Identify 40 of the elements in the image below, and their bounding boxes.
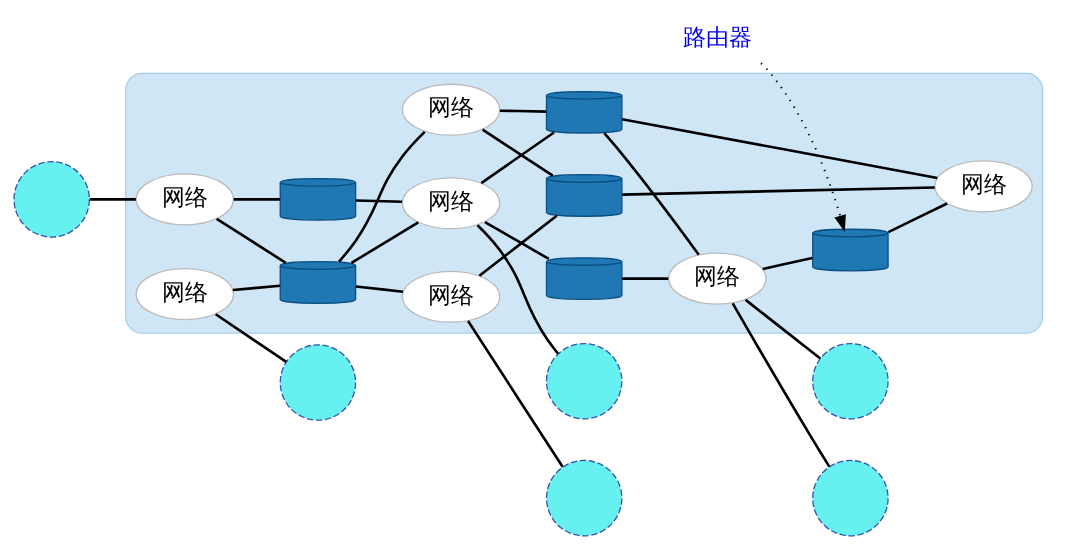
node-text: 路由器 [682,23,752,52]
connector [622,277,669,280]
node-ellipse: 网络 [135,173,235,226]
connector [499,109,547,113]
connector [338,130,426,263]
connector [762,256,813,271]
connector [216,217,287,264]
node-circle [812,459,889,537]
connector [350,221,419,264]
node-circle [545,342,623,420]
node-ellipse: 网络 [934,160,1033,213]
connector [478,214,558,277]
connector [89,198,136,201]
node-ellipse: 网络 [135,268,235,321]
arrow [760,62,846,233]
node-ellipse: 网络 [668,252,767,305]
connector [232,284,281,292]
node-circle [13,161,90,238]
connector [622,186,935,196]
connector [484,220,550,261]
node-ellipse: 网络 [401,270,501,323]
connector [481,128,554,177]
connector [744,298,822,360]
node-circle [279,344,357,421]
connector [467,320,564,468]
connector [215,313,287,363]
connector [355,285,404,293]
connector [731,302,831,468]
cluster [125,72,1044,334]
connector [603,132,700,256]
connector [355,199,403,204]
node-circle [812,342,889,420]
node-circle [545,459,623,537]
connector [476,224,560,355]
connector [480,131,555,185]
connector [887,202,948,234]
connector [233,198,280,201]
connector [621,117,938,180]
node-ellipse: 网络 [401,83,501,136]
node-ellipse: 网络 [401,177,501,230]
